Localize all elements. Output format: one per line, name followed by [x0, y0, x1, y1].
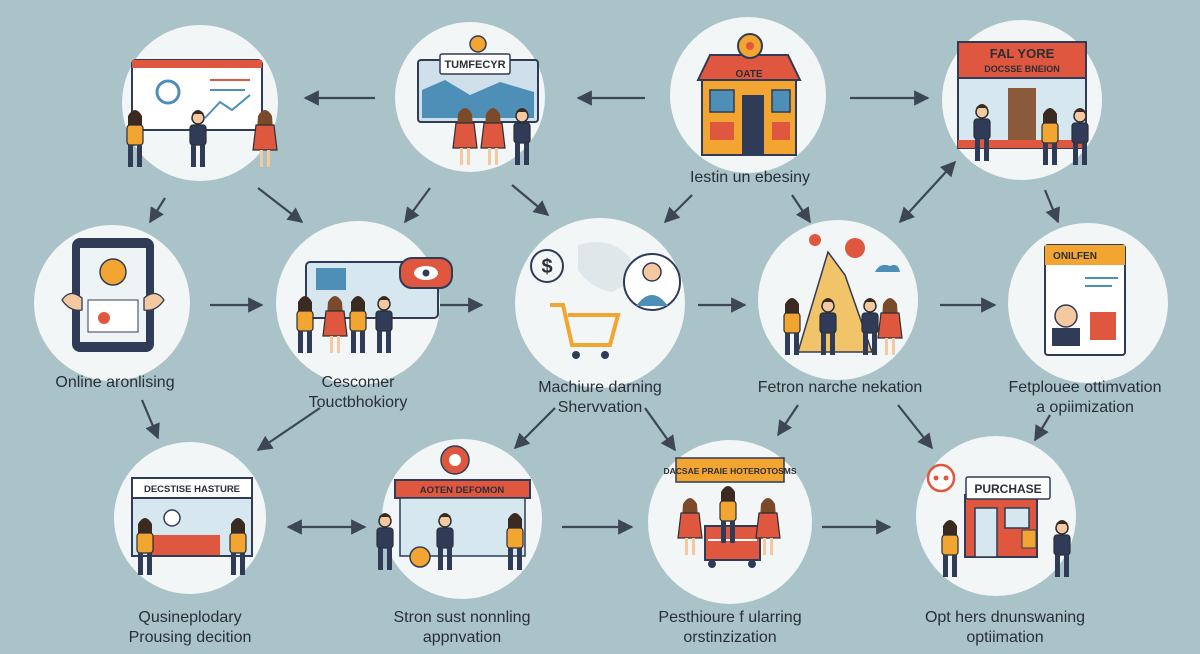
customer-node [276, 221, 453, 385]
dollar-icon [530, 249, 564, 283]
purchase-sign [965, 476, 1051, 500]
arrow [777, 404, 799, 437]
label-opt: Opt hers dnunswaning optiimation [900, 608, 1110, 648]
purchase-node: PURCHASE [916, 436, 1076, 596]
label-line: Touctbhokiory [308, 394, 408, 411]
label-pesthioure: Pesthioure f ularring orstinzization [630, 608, 830, 648]
billboard-text: TUMFECYR [444, 59, 505, 71]
user-avatar-icon [623, 253, 681, 311]
store-banner-text: DECSTISE HASTURE [144, 484, 240, 495]
store-sub-text: DOCSSE BNEION [984, 64, 1060, 74]
label-line: Iestin un ebesiny [689, 169, 811, 186]
label-line: Opt hers dnunswaning [924, 609, 1086, 626]
eyes-icon [926, 463, 956, 493]
document-title-text: ONILFEN [1053, 251, 1097, 262]
label-line: Pesthioure f ularring [658, 609, 802, 626]
arrow [897, 404, 933, 450]
label-customer: Cescomer Touctbhokiory [268, 373, 448, 413]
gear-icon [155, 79, 181, 105]
label-machine: Machiure darning Shervvation [500, 378, 700, 418]
label-line: Prousing decition [128, 629, 252, 646]
label-line: Cescomer [321, 374, 395, 391]
arrow [140, 399, 160, 440]
presentation-node [122, 25, 278, 181]
connector-arrows [140, 90, 1060, 535]
shopping-bag-icon [1021, 529, 1037, 549]
arrow [663, 194, 693, 224]
fetron-node [758, 220, 918, 380]
label-online: Online aronlising [20, 373, 210, 393]
arrow [791, 194, 811, 224]
hand-icon [61, 292, 83, 311]
label-line: orstinzization [683, 629, 777, 646]
sun-avatar-icon [99, 258, 127, 286]
hand-icon [143, 292, 165, 311]
arrow [257, 187, 304, 223]
online-node [34, 225, 190, 381]
arrow [404, 187, 431, 224]
purchase-sign-text: PURCHASE [974, 482, 1041, 496]
shop-node: OATE [670, 17, 826, 173]
mountain-icon [796, 250, 874, 353]
shopping-cart-icon [550, 303, 621, 347]
label-fetron: Fetron narche nekation [735, 378, 945, 398]
coin-icon [409, 546, 431, 568]
pesthioure-node: DACSAE PRAIE HOTEROTOSMS [648, 440, 812, 604]
qusine-node: DECSTISE HASTURE [114, 442, 266, 594]
balloon-icon [809, 234, 821, 246]
label-line: Stron sust nonnling [393, 609, 531, 626]
label-fetplouee: Fetplouee ottimvation a opiimization [985, 378, 1185, 418]
fair-store-node: FAL YORE DOCSSE BNEION [942, 20, 1102, 180]
machine-node: $ [515, 218, 685, 388]
label-line: Online aronlising [55, 374, 175, 391]
arrow [898, 160, 957, 224]
fetplouee-node: ONILFEN [1008, 223, 1168, 383]
stand-banner-text: DACSAE PRAIE HOTEROTOSMS [663, 466, 796, 476]
svg-text:$: $ [541, 256, 552, 278]
market-banner-text: AOTEN DEFOMON [420, 485, 505, 496]
label-line: Qusineplodary [138, 609, 242, 626]
arrow [513, 407, 556, 450]
label-line: optiimation [966, 629, 1044, 646]
pin-icon [469, 35, 487, 53]
label-stron: Stron sust nonnling appnvation [362, 608, 562, 648]
label-line: appnvation [422, 629, 502, 646]
store-title-text: FAL YORE [990, 46, 1055, 61]
label-line: Shervvation [557, 399, 643, 416]
arrow [149, 197, 166, 224]
label-qusine: Qusineplodary Prousing decition [95, 608, 285, 648]
arrow [1043, 189, 1060, 224]
stand-banner [675, 457, 785, 483]
cloud-icon [875, 264, 900, 272]
arrow [1034, 414, 1051, 442]
arrow [511, 184, 550, 216]
billboard-sign [439, 53, 511, 75]
billboard-node: TUMFECYR [395, 22, 545, 172]
label-line: a opiimization [1036, 399, 1134, 416]
label-line: Fetron narche nekation [757, 379, 923, 396]
label-center-top: Iestin un ebesiny [660, 168, 840, 188]
stron-node: AOTEN DEFOMON [376, 439, 542, 599]
label-line: Machiure darning [538, 379, 662, 396]
balloon-icon [845, 238, 865, 258]
shop-sign-text: OATE [735, 69, 762, 80]
arrow [644, 407, 676, 452]
label-line: Fetplouee ottimvation [1008, 379, 1162, 396]
arrow [256, 407, 321, 451]
